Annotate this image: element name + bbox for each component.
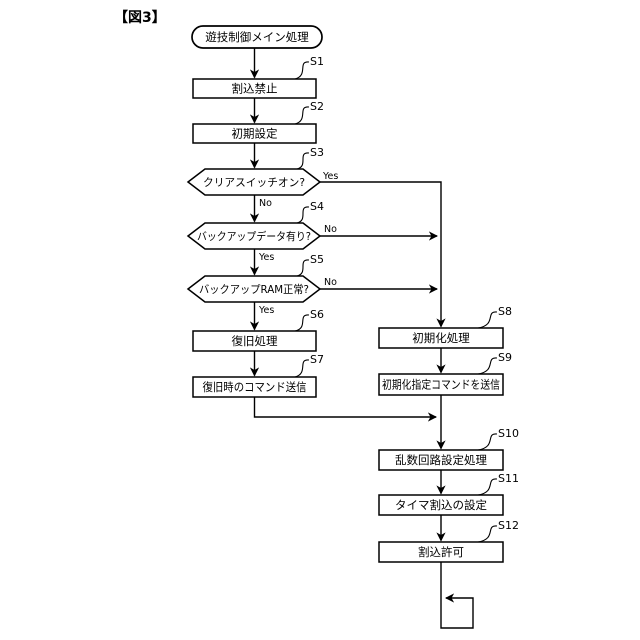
process-box-s7	[192, 376, 317, 398]
figure-caption: 【図3】	[114, 10, 166, 26]
step-leader-s1	[294, 61, 310, 80]
process-label-s8: 初期化処理	[412, 331, 470, 345]
step-number-s3: S3	[310, 146, 324, 159]
step-leader-s8	[477, 311, 498, 329]
flow-node-s10: 乱数回路設定処理 S10	[378, 427, 519, 471]
process-label-s2: 初期設定	[232, 127, 278, 141]
step-number-s7: S7	[310, 353, 324, 366]
decision-label-s3: クリアスイッチオン?	[203, 177, 305, 189]
process-label-s9: 初期化指定コマンドを送信	[382, 378, 500, 392]
decision-hexagon-s3	[186, 168, 322, 196]
process-box-s1	[192, 78, 317, 99]
edge-s3-s8-yes	[320, 181, 446, 328]
step-number-s5: S5	[310, 253, 324, 266]
flow-node-s1: 割込禁止 S1	[192, 55, 324, 99]
step-leader-s12	[477, 525, 498, 543]
flow-node-s5: バックアップRAM正常? S5	[186, 253, 324, 303]
decision-label-s5: バックアップRAM正常?	[199, 283, 309, 296]
branch-label-s4-no: No	[324, 224, 337, 235]
step-number-s4: S4	[310, 200, 324, 213]
step-number-s9: S9	[498, 351, 512, 364]
step-number-s12: S12	[498, 519, 519, 532]
terminal-label: 遊技制御メイン処理	[205, 30, 309, 44]
flow-node-s8: 初期化処理 S8	[378, 305, 512, 349]
process-label-s7: 復旧時のコマンド送信	[203, 380, 307, 394]
process-label-s6: 復旧処理	[232, 334, 278, 348]
process-box-s12	[378, 541, 504, 563]
step-leader-s3	[296, 152, 310, 170]
flow-node-s2: 初期設定 S2	[192, 100, 324, 144]
flow-node-s4: バックアップデータ有り? S4	[186, 200, 324, 250]
decision-hexagon-s4	[186, 222, 322, 250]
process-box-s2	[192, 123, 317, 144]
edge-s12-endless-loop	[440, 562, 474, 629]
process-box-s9	[378, 373, 504, 396]
process-label-s1: 割込禁止	[232, 82, 278, 96]
flow-node-s11: タイマ割込の設定 S11	[378, 472, 519, 516]
step-leader-s2	[294, 106, 310, 125]
edge-s7-join	[253, 397, 438, 422]
process-label-s11: タイマ割込の設定	[395, 498, 487, 512]
terminal-shape	[191, 25, 323, 49]
step-leader-s7	[294, 359, 310, 378]
process-box-s8	[378, 327, 504, 349]
process-box-s11	[378, 494, 504, 516]
process-box-s6	[192, 330, 317, 352]
flow-node-start: 遊技制御メイン処理	[191, 25, 323, 49]
flow-node-s7: 復旧時のコマンド送信 S7	[192, 353, 324, 398]
decision-hexagon-s5	[186, 275, 322, 303]
step-leader-s9	[477, 357, 498, 375]
decision-label-s4: バックアップデータ有り?	[197, 230, 311, 243]
branch-label-s4-yes: Yes	[258, 252, 274, 263]
step-leader-s4	[296, 206, 310, 224]
step-number-s2: S2	[310, 100, 324, 113]
process-label-s10: 乱数回路設定処理	[395, 453, 487, 467]
step-leader-s11	[477, 478, 498, 496]
step-number-s6: S6	[310, 308, 324, 321]
step-leader-s10	[477, 433, 498, 451]
step-number-s10: S10	[498, 427, 519, 440]
flow-node-s12: 割込許可 S12	[378, 519, 519, 563]
step-number-s1: S1	[310, 55, 324, 68]
process-box-s10	[378, 449, 504, 471]
flow-node-s3: クリアスイッチオン? S3	[186, 146, 324, 196]
branch-label-s5-no: No	[324, 277, 337, 288]
process-label-s12: 割込許可	[418, 545, 464, 559]
branch-label-s5-yes: Yes	[258, 305, 274, 316]
step-leader-s6	[294, 314, 310, 332]
branch-label-s3-yes: Yes	[322, 171, 338, 182]
step-number-s11: S11	[498, 472, 519, 485]
flow-node-s6: 復旧処理 S6	[192, 308, 324, 352]
flow-node-s9: 初期化指定コマンドを送信 S9	[378, 351, 512, 396]
step-leader-s5	[296, 259, 310, 277]
branch-label-s3-no: No	[259, 198, 272, 209]
step-number-s8: S8	[498, 305, 512, 318]
